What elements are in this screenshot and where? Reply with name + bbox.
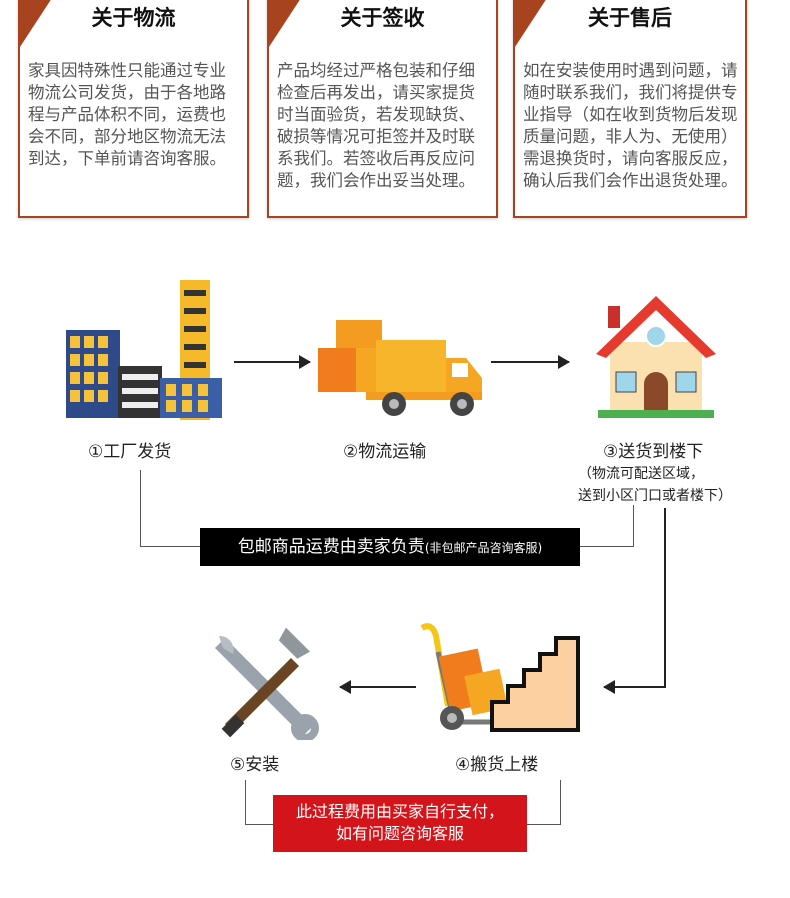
- notice-line: 此过程费用由买家自行支付，: [295, 802, 504, 821]
- tools-icon: [215, 628, 319, 740]
- arrow-left: [339, 680, 416, 694]
- connector-line: [664, 508, 666, 688]
- connector-line: [140, 546, 202, 547]
- arrow-right: [491, 355, 570, 369]
- corner-ribbon: [18, 0, 52, 50]
- card-aftersales: 关于售后 如在安装使用时遇到问题，请随时联系我们，我们将提供专业指导（如在收到货…: [513, 0, 747, 218]
- connector-line: [245, 824, 275, 825]
- card-logistics: 关于物流 家具因特殊性只能通过专业物流公司发货，由于各地路程与产品体积不同，运费…: [18, 0, 249, 218]
- truck-icon: [318, 320, 482, 416]
- card-title: 关于签收: [340, 6, 425, 30]
- arrow-left: [603, 680, 666, 694]
- corner-ribbon: [267, 0, 301, 50]
- step-3-label: ③送货到楼下: [603, 442, 704, 462]
- connector-line: [140, 470, 141, 547]
- buyer-cost-notice: 此过程费用由买家自行支付， 如有问题咨询客服: [273, 795, 527, 852]
- step-4-label: ④搬货上楼: [455, 755, 539, 775]
- card-title: 关于物流: [91, 6, 176, 30]
- connector-line: [526, 824, 561, 825]
- corner-ribbon: [513, 0, 547, 50]
- step-3-note: （物流可配送区域，: [578, 466, 704, 482]
- connector-line: [633, 505, 634, 547]
- connector-line: [560, 780, 561, 825]
- factory-icon: [66, 280, 222, 420]
- step-5-label: ⑤安装: [230, 755, 280, 775]
- notice-main: 包邮商品运费由卖家负责: [237, 537, 425, 557]
- step-2-label: ②物流运输: [343, 442, 427, 462]
- free-shipping-notice: 包邮商品运费由卖家负责(非包邮产品咨询客服): [200, 528, 580, 566]
- notice-sub: (非包邮产品咨询客服): [424, 541, 543, 555]
- house-icon: [596, 296, 716, 418]
- step-3-note: 送到小区门口或者楼下）: [578, 488, 732, 504]
- connector-line: [578, 546, 634, 547]
- card-title: 关于售后: [588, 6, 672, 30]
- arrow-right: [234, 355, 311, 369]
- notice-line: 如有问题咨询客服: [335, 824, 464, 843]
- card-body: 如在安装使用时遇到问题，请随时联系我们，我们将提供专业指导（如在收到货物后发现质…: [523, 61, 738, 190]
- card-body: 产品均经过严格包装和仔细检查后再发出，请买家提货时当面验货，若发现缺货、破损等情…: [277, 61, 475, 190]
- card-body: 家具因特殊性只能通过专业物流公司发货，由于各地路程与产品体积不同，运费也会不同，…: [28, 61, 226, 168]
- card-signing: 关于签收 产品均经过严格包装和仔细检查后再发出，请买家提货时当面验货，若发现缺货…: [267, 0, 498, 218]
- cart-stairs-icon: [420, 623, 580, 732]
- connector-line: [245, 780, 246, 825]
- step-1-label: ①工厂发货: [88, 442, 172, 462]
